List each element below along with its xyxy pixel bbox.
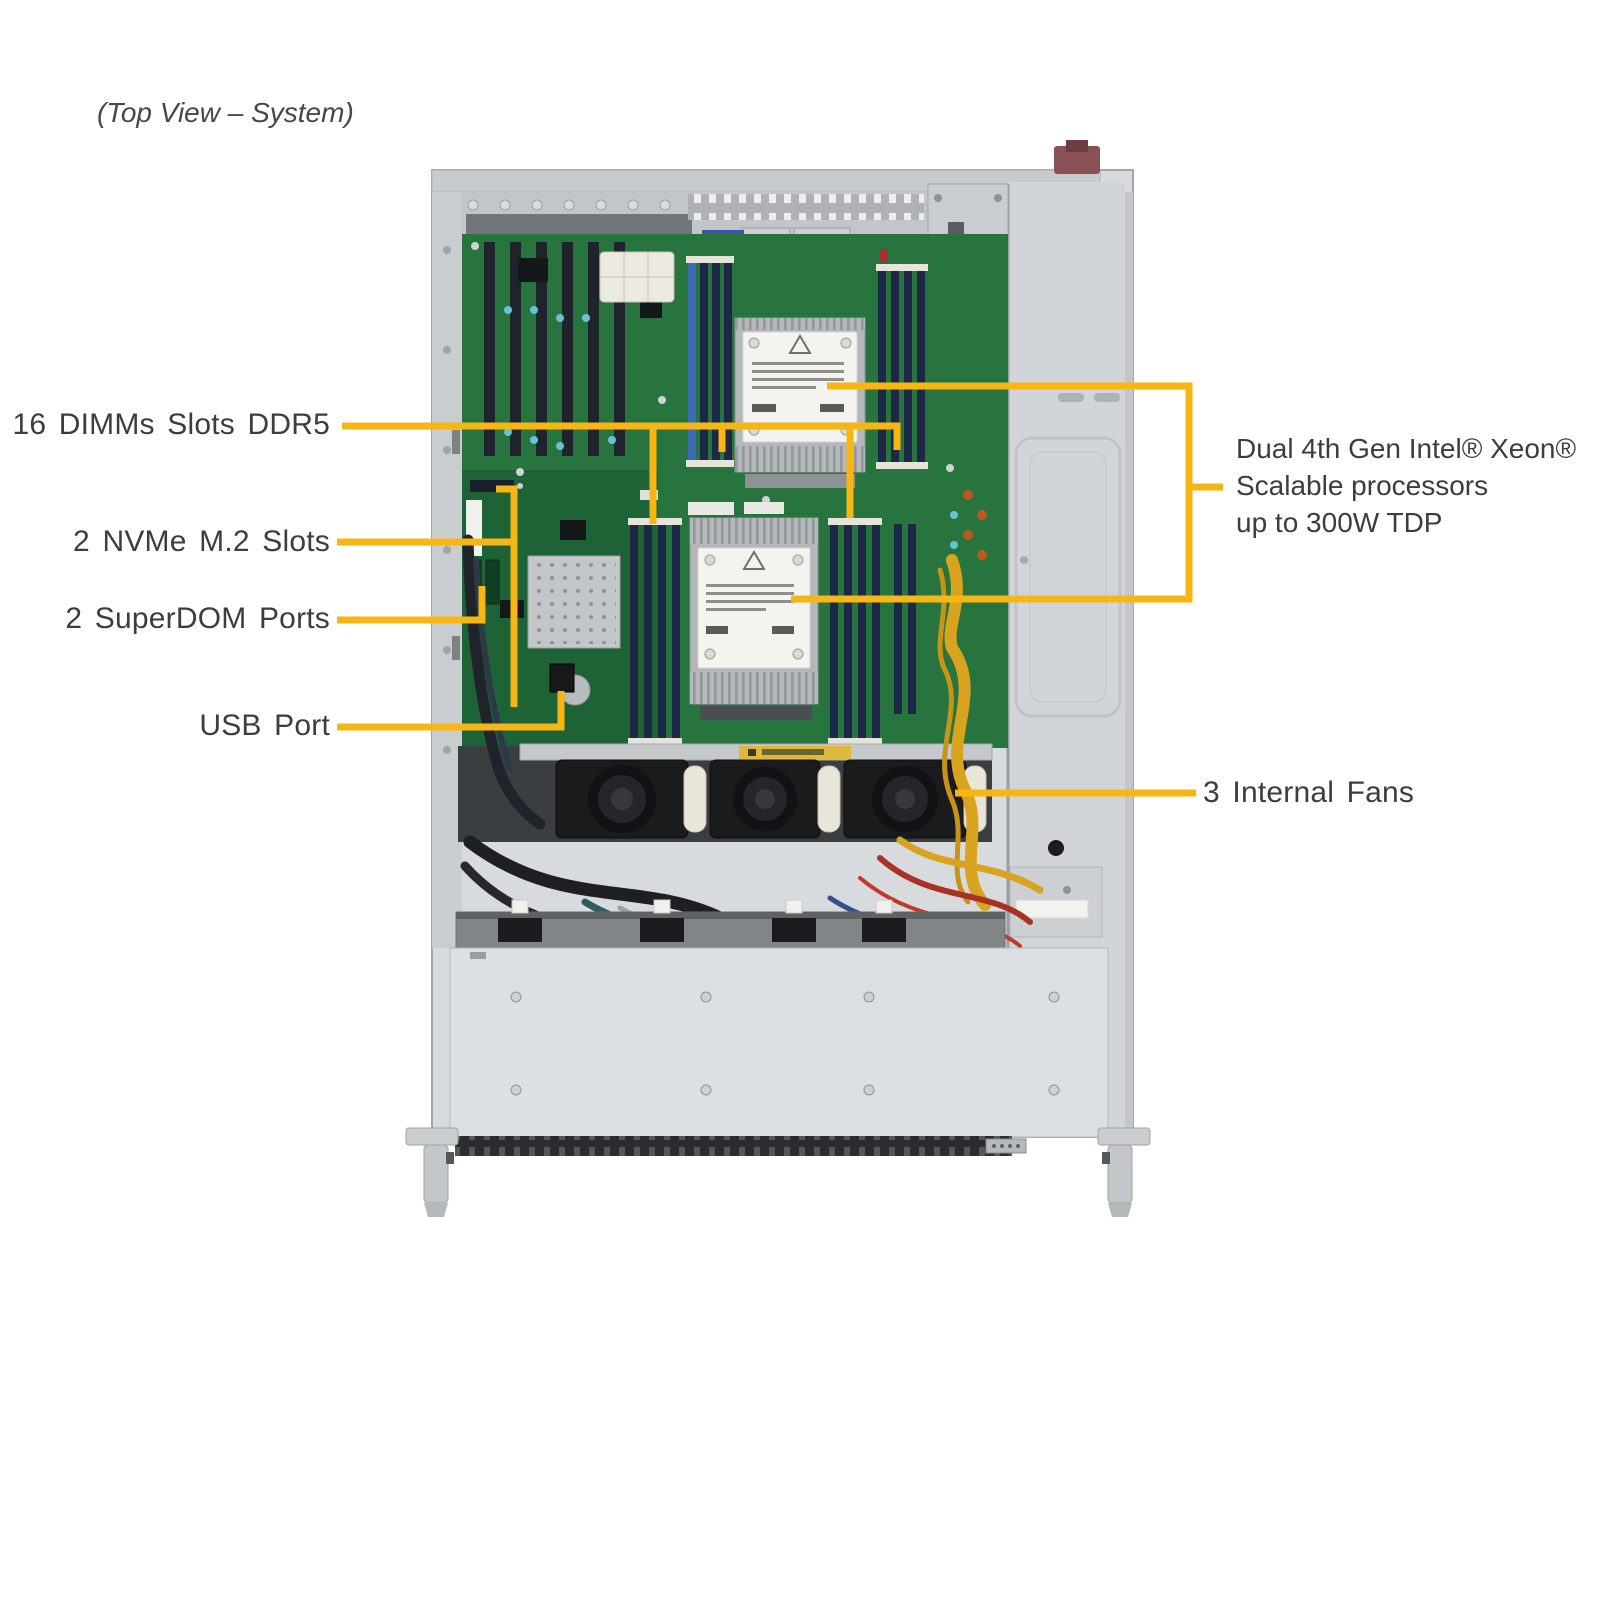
callout-line-superdom xyxy=(337,586,486,624)
cpu-label-line1: Dual 4th Gen Intel® Xeon® xyxy=(1236,433,1577,464)
power-connector-cluster xyxy=(599,251,675,303)
bay-cover-emboss xyxy=(1014,436,1122,718)
callout-line-nvme xyxy=(337,485,518,707)
cpu-label-line2: Scalable processors xyxy=(1236,470,1489,501)
fan-handle xyxy=(817,765,841,833)
front-panel-vents xyxy=(455,1136,1027,1156)
cpu2-heatsink xyxy=(689,517,819,720)
cpu-label-line3: up to 300W TDP xyxy=(1236,507,1443,538)
rack-handle-left xyxy=(405,1127,459,1217)
fan-1 xyxy=(555,759,689,839)
callout-label-superdom: 2 SuperDOM Ports xyxy=(65,602,330,635)
usb-port xyxy=(549,663,575,693)
dimm-bank-4 xyxy=(828,518,916,745)
chassis-latch xyxy=(1054,146,1100,174)
chipset-heatsink xyxy=(527,555,621,649)
cpu1-heatsink xyxy=(734,317,866,488)
callout-label-cpu: Dual 4th Gen Intel® Xeon® Scalable proce… xyxy=(1236,430,1576,541)
drive-backplane xyxy=(455,899,1006,949)
callout-label-dimm: 16 DIMMs Slots DDR5 xyxy=(12,408,330,441)
fan-handle xyxy=(683,765,707,833)
front-connector xyxy=(985,1138,1027,1154)
callout-label-usb: USB Port xyxy=(199,709,330,742)
rack-handle-right xyxy=(1097,1127,1151,1217)
rear-vent-slits xyxy=(688,194,924,220)
fan-3 xyxy=(843,759,967,839)
fan-assembly xyxy=(458,743,993,842)
callout-lines xyxy=(337,382,1223,797)
callout-label-fans: 3 Internal Fans xyxy=(1203,776,1415,809)
callout-line-dimm xyxy=(342,422,901,524)
dimm-bank-2 xyxy=(876,250,928,469)
front-drive-bay-cover xyxy=(449,947,1109,1138)
callout-line-usb xyxy=(337,691,565,731)
pcie-slots xyxy=(484,242,625,456)
fan-2 xyxy=(709,759,821,839)
dimm-bank-1 xyxy=(686,256,734,467)
callout-line-cpu xyxy=(791,382,1223,603)
page-title: (Top View – System) xyxy=(97,97,354,128)
callout-label-nvme: 2 NVMe M.2 Slots xyxy=(73,525,330,558)
